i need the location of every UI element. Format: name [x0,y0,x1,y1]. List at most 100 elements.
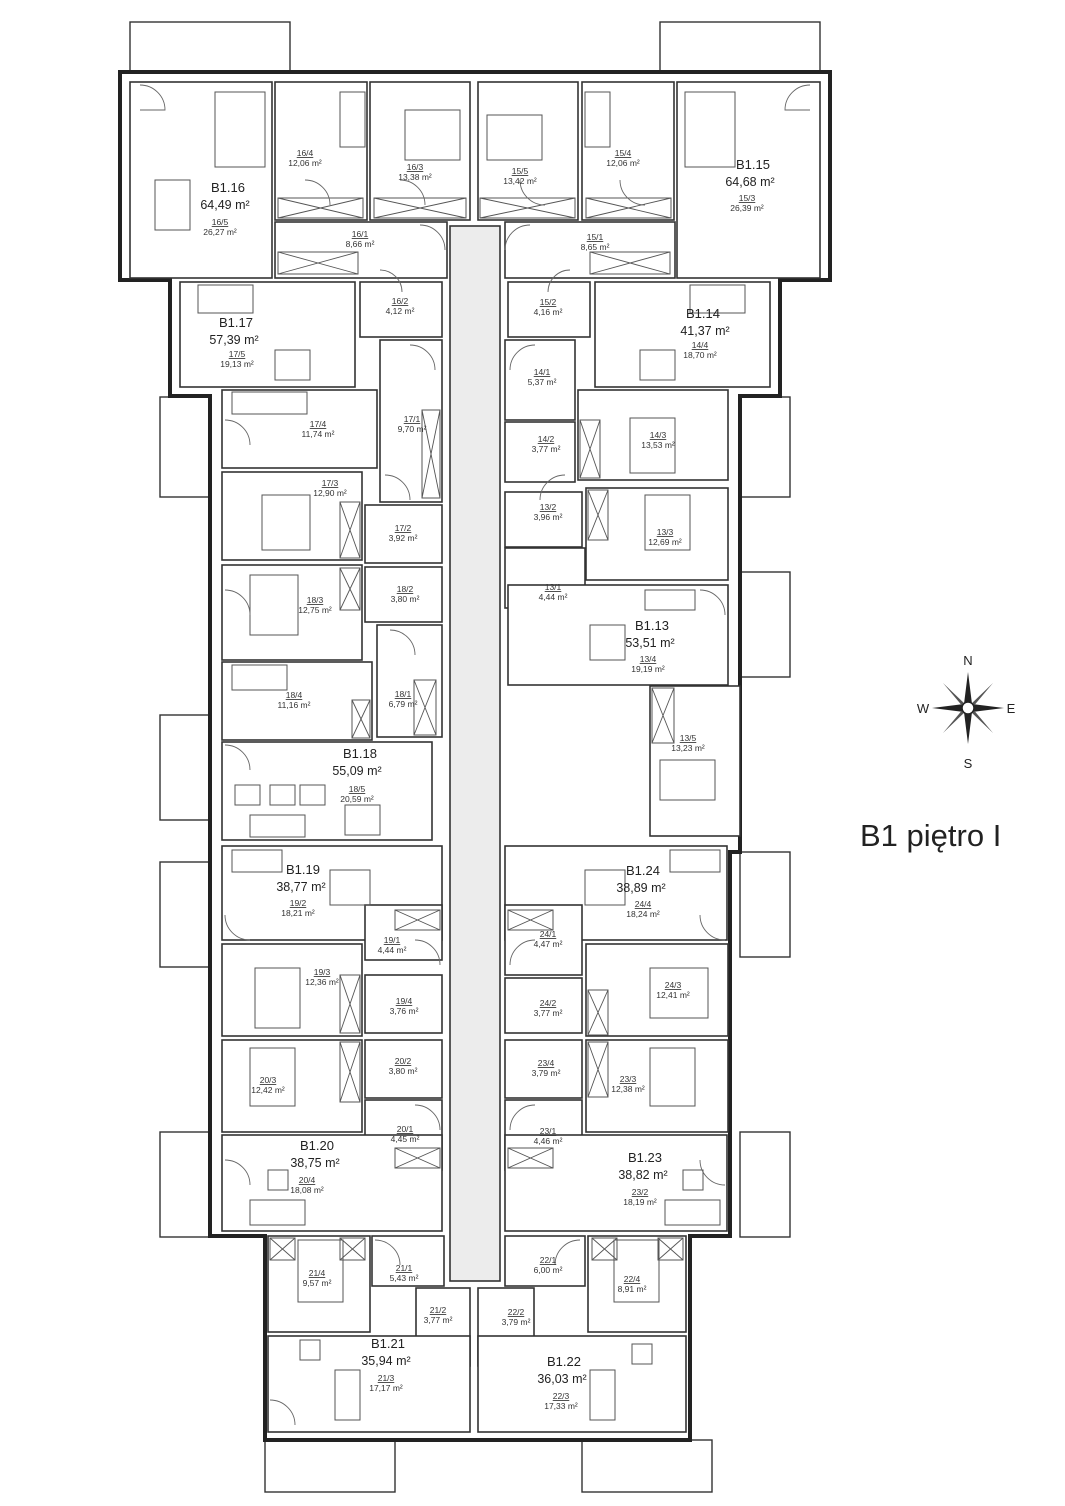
room-number: 13/3 [657,527,674,537]
corridor [449,225,501,1282]
room-number: 19/2 [290,898,307,908]
room-area: 12,36 m² [305,977,339,987]
room-area: 8,65 m² [581,242,610,252]
room-number: 18/3 [307,595,324,605]
room-number: 16/2 [392,296,409,306]
apartment-name: B1.15 [736,157,770,172]
room-number: 24/2 [540,998,557,1008]
apartment-area: 38,75 m² [290,1156,339,1170]
room-number: 24/4 [635,899,652,909]
room-area: 3,79 m² [532,1068,561,1078]
room-area: 18,24 m² [626,909,660,919]
apartment-area: 64,68 m² [725,175,774,189]
room-number: 23/3 [620,1074,637,1084]
room-number: 20/1 [397,1124,414,1134]
room-area: 26,39 m² [730,203,764,213]
room-area: 17,17 m² [369,1383,403,1393]
compass-north-label: N [963,653,972,668]
room-number: 18/2 [397,584,414,594]
room-number: 24/3 [665,980,682,990]
room-area: 12,06 m² [288,158,322,168]
apartment-area: 53,51 m² [625,636,674,650]
apartment-name: B1.17 [219,315,253,330]
room-number: 23/4 [538,1058,555,1068]
apartment-area: 38,77 m² [276,880,325,894]
room-number: 16/1 [352,229,369,239]
room-number: 16/5 [212,217,229,227]
apartment-name: B1.18 [343,746,377,761]
room-area: 13,38 m² [398,172,432,182]
room-number: 19/1 [384,935,401,945]
room-number: 14/1 [534,367,551,377]
room-area: 4,44 m² [539,592,568,602]
room-number: 19/4 [396,996,413,1006]
room-number: 13/4 [640,654,657,664]
room-area: 4,46 m² [534,1136,563,1146]
apartment-area: 57,39 m² [209,333,258,347]
room-number: 17/4 [310,419,327,429]
room-number: 18/5 [349,784,366,794]
rooms-right [477,81,821,1433]
room-area: 3,77 m² [532,444,561,454]
apartment-labels: B1.16 64,49 m² B1.15 64,68 m² B1.17 57,3… [200,157,774,1386]
room-area: 3,76 m² [390,1006,419,1016]
room-number: 15/5 [512,166,529,176]
room-number: 14/4 [692,340,709,350]
balconies [129,21,821,1493]
apartment-name: B1.21 [371,1336,405,1351]
apartment-name: B1.16 [211,180,245,195]
room-area: 26,27 m² [203,227,237,237]
room-area: 8,91 m² [618,1284,647,1294]
room-number: 13/1 [545,582,562,592]
room-number: 19/3 [314,967,331,977]
room-number: 18/4 [286,690,303,700]
room-number: 14/3 [650,430,667,440]
room-area: 13,53 m² [641,440,675,450]
apartment-area: 55,09 m² [332,764,381,778]
room-area: 11,74 m² [302,429,335,439]
apartment-area: 38,82 m² [618,1168,667,1182]
wardrobes [269,197,684,1261]
room-area: 13,42 m² [503,176,537,186]
rooms-left [129,81,471,1433]
room-area: 12,75 m² [298,605,332,615]
room-area: 4,45 m² [391,1134,420,1144]
room-area: 4,16 m² [534,307,563,317]
apartment-area: 38,89 m² [616,881,665,895]
apartment-name: B1.23 [628,1150,662,1165]
room-area: 12,41 m² [656,990,690,1000]
room-number: 21/3 [378,1373,395,1383]
room-area: 12,69 m² [648,537,682,547]
room-area: 6,00 m² [534,1265,563,1275]
room-number: 22/4 [624,1274,641,1284]
room-area: 3,80 m² [389,1066,418,1076]
room-number: 16/3 [407,162,424,172]
room-area: 9,70 m² [398,424,427,434]
room-number: 18/1 [395,689,412,699]
room-number: 22/3 [553,1391,570,1401]
room-number: 15/2 [540,297,557,307]
doors [139,84,811,1426]
room-area: 20,59 m² [340,794,374,804]
room-area: 6,79 m² [389,699,418,709]
room-area: 12,38 m² [611,1084,645,1094]
room-area: 18,08 m² [290,1185,324,1195]
room-area: 9,57 m² [303,1278,332,1288]
compass-west-label: W [917,701,930,716]
room-number: 15/3 [739,193,756,203]
room-number: 13/5 [680,733,697,743]
room-area: 3,77 m² [424,1315,453,1325]
room-area: 12,90 m² [313,488,347,498]
floor-title: B1 piętro I [860,818,1002,853]
room-area: 3,96 m² [534,512,563,522]
room-number: 23/2 [632,1187,649,1197]
room-number: 20/2 [395,1056,412,1066]
room-number: 15/1 [587,232,604,242]
room-area: 3,92 m² [389,533,418,543]
beds [231,91,716,1303]
room-area: 5,37 m² [528,377,557,387]
apartment-name: B1.20 [300,1138,334,1153]
apartment-name: B1.14 [686,306,720,321]
